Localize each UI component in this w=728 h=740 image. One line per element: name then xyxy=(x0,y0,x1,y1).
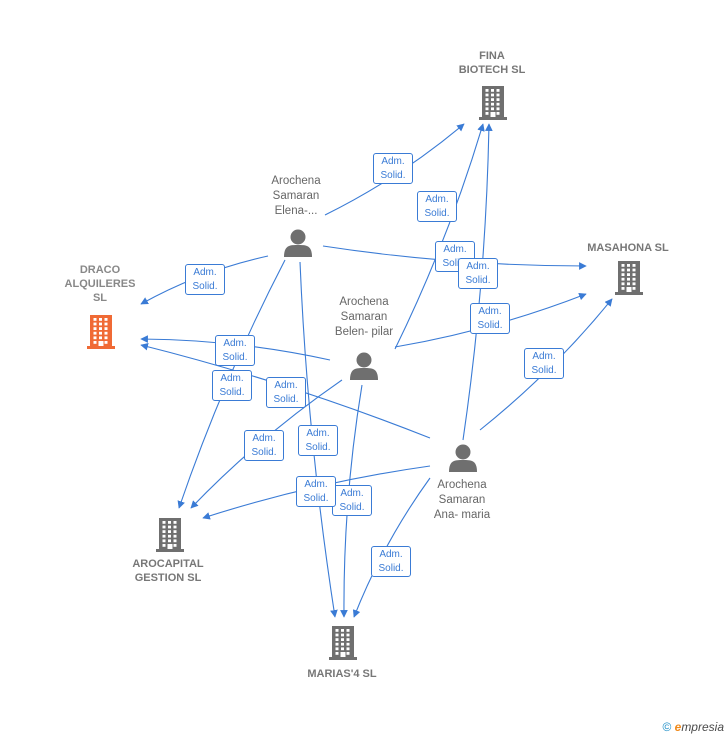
badge-text: Solid. xyxy=(442,258,468,269)
badge-text: Solid. xyxy=(477,320,503,331)
badge-text: Adm. xyxy=(274,380,298,391)
person-label-belen-pilar[interactable]: Arochena Samaran Belen- pilar xyxy=(316,295,412,340)
label-line: Samaran xyxy=(438,494,486,506)
badge-text: Solid. xyxy=(465,275,491,286)
badge-text: Adm. xyxy=(381,156,405,167)
badge-text: Solid. xyxy=(251,447,277,458)
badge-text: Adm. xyxy=(193,267,217,278)
company-label-fina-biotech[interactable]: FINA BIOTECH SL xyxy=(452,49,532,77)
edge-badge-elena-to-draco[interactable]: Adm. Solid. xyxy=(185,264,225,295)
badge-text: Adm. xyxy=(252,433,276,444)
edge-badge-belen-to-masahona[interactable]: Adm. Solid. xyxy=(470,303,510,334)
company-label-masahona[interactable]: MASAHONA SL xyxy=(578,241,678,255)
edge-badge-belen-to-arocapital[interactable]: Adm. Solid. xyxy=(244,430,284,461)
brand-initial: e xyxy=(674,720,682,734)
label-line: AROCAPITAL xyxy=(132,558,204,570)
person-label-elena[interactable]: Arochena Samaran Elena-... xyxy=(250,174,342,219)
label-line: Belen- pilar xyxy=(334,326,394,338)
badge-text: Adm. xyxy=(304,479,328,490)
badge-text: Solid. xyxy=(222,352,248,363)
edge-badge-ana-to-fina[interactable]: Adm. Solid. xyxy=(458,258,498,289)
company-label-arocapital-gestion[interactable]: AROCAPITAL GESTION SL xyxy=(122,557,214,585)
edge-badge-belen-to-draco[interactable]: Adm. Solid. xyxy=(215,335,255,366)
edge-badge-ana-to-draco[interactable]: Adm. Solid. xyxy=(266,377,306,408)
brand-name: mpresia xyxy=(681,720,724,734)
label-line: SL xyxy=(92,292,108,304)
footer-brand[interactable]: © empresia xyxy=(662,720,724,734)
badge-text: Adm. xyxy=(443,244,467,255)
label-line: GESTION SL xyxy=(134,572,202,584)
edge-badge-belen-to-marias4[interactable]: Adm. Solid. xyxy=(332,485,372,516)
edge-belen-to-fina xyxy=(394,123,485,350)
building-icon-draco[interactable] xyxy=(87,315,115,349)
badge-text: Solid. xyxy=(273,394,299,405)
label-line: DRACO xyxy=(79,264,121,276)
badge-text: Solid. xyxy=(305,442,331,453)
building-icon-masahona[interactable] xyxy=(615,261,643,295)
badge-text: Adm. xyxy=(379,549,403,560)
building-icon-fina[interactable] xyxy=(479,86,507,120)
copyright-symbol: © xyxy=(662,720,672,734)
person-icon-ana[interactable] xyxy=(449,444,477,473)
edge-badge-elena-to-masahona[interactable]: Adm. Solid. xyxy=(435,241,475,272)
badge-text: Adm. xyxy=(306,428,330,439)
badge-text: Adm. xyxy=(532,351,556,362)
edge-badge-ana-to-arocapital[interactable]: Adm. Solid. xyxy=(296,476,336,507)
badge-text: Adm. xyxy=(223,338,247,349)
edge-ana-to-marias4 xyxy=(352,477,431,618)
label-line: Arochena xyxy=(271,175,321,187)
edge-badge-elena-to-marias4[interactable]: Adm. Solid. xyxy=(298,425,338,456)
badge-text: Solid. xyxy=(380,170,406,181)
label-line: MARIAS'4 SL xyxy=(307,668,377,680)
badge-text: Solid. xyxy=(339,502,365,513)
edge-badge-ana-to-masahona[interactable]: Adm. Solid. xyxy=(524,348,564,379)
badge-text: Adm. xyxy=(340,488,364,499)
company-label-marias4[interactable]: MARIAS'4 SL xyxy=(296,667,388,681)
building-icon-arocapital[interactable] xyxy=(156,518,184,552)
person-label-ana-maria[interactable]: Arochena Samaran Ana- maria xyxy=(416,478,508,523)
label-line: Samaran xyxy=(272,190,320,202)
edge-badge-elena-to-arocapital[interactable]: Adm. Solid. xyxy=(212,370,252,401)
label-line: MASAHONA SL xyxy=(587,242,669,254)
label-line: BIOTECH SL xyxy=(458,64,526,76)
label-line: FINA xyxy=(479,50,505,62)
person-icon-elena[interactable] xyxy=(284,229,312,258)
badge-text: Solid. xyxy=(219,387,245,398)
badge-text: Adm. xyxy=(220,373,244,384)
edge-badge-ana-to-marias4[interactable]: Adm. Solid. xyxy=(371,546,411,577)
badge-text: Solid. xyxy=(378,563,404,574)
label-line: Arochena xyxy=(339,296,389,308)
badge-text: Adm. xyxy=(425,194,449,205)
label-line: ALQUILERES xyxy=(64,278,136,290)
label-line: Elena-... xyxy=(274,205,318,217)
badge-text: Solid. xyxy=(531,365,557,376)
building-icon-marias4[interactable] xyxy=(329,626,357,660)
edge-badge-elena-to-fina[interactable]: Adm. Solid. xyxy=(373,153,413,184)
edge-badge-belen-to-fina[interactable]: Adm. Solid. xyxy=(417,191,457,222)
badge-text: Solid. xyxy=(192,281,218,292)
badge-text: Solid. xyxy=(303,493,329,504)
badge-text: Solid. xyxy=(424,208,450,219)
badge-text: Adm. xyxy=(466,261,490,272)
person-icon-belen[interactable] xyxy=(350,352,378,381)
label-line: Samaran xyxy=(340,311,388,323)
company-label-draco-alquileres[interactable]: DRACO ALQUILERES SL xyxy=(55,263,145,305)
label-line: Ana- maria xyxy=(433,509,491,521)
badge-text: Adm. xyxy=(478,306,502,317)
label-line: Arochena xyxy=(437,479,487,491)
